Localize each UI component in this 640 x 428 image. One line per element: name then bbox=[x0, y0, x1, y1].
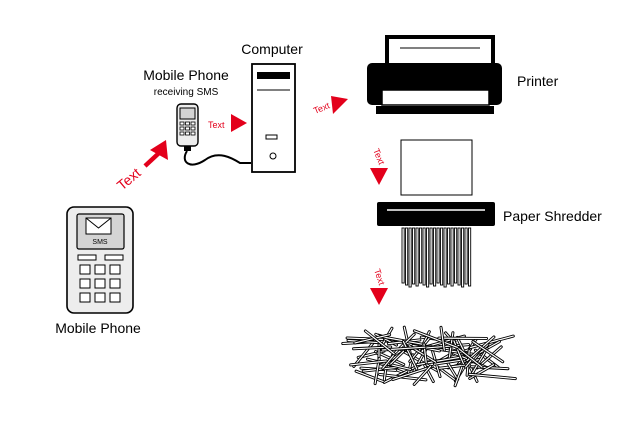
paper-shredder-label: Paper Shredder bbox=[503, 208, 602, 224]
flow-label-shredder-to-strips: Text bbox=[372, 268, 387, 287]
flow-arrow-computer-to-printer bbox=[331, 96, 348, 114]
shredded-strips bbox=[401, 227, 472, 288]
shredded-paper-pile bbox=[341, 325, 517, 388]
flow-label-printer-to-paper: Text bbox=[371, 147, 387, 167]
flow-arrow-receiver-to-computer bbox=[231, 114, 247, 132]
receiving-sms-label: receiving SMS bbox=[154, 87, 219, 98]
flow-label-computer-to-printer: Text bbox=[312, 100, 332, 116]
flow-arrow-printer-to-paper bbox=[370, 168, 388, 185]
sms-label: SMS bbox=[92, 239, 108, 246]
printer-label: Printer bbox=[517, 73, 559, 89]
mobile-phone-receiving-label: Mobile Phone bbox=[143, 67, 229, 83]
paper-shredder-icon bbox=[377, 202, 495, 288]
receiving-phone-icon bbox=[176, 103, 199, 151]
mobile-phone-label: Mobile Phone bbox=[55, 320, 141, 336]
flow-arrow-shredder-to-pile bbox=[370, 288, 388, 305]
computer-tower-icon bbox=[251, 63, 296, 173]
printed-paper-sheet bbox=[400, 139, 473, 196]
phone-keypad bbox=[79, 264, 121, 303]
data-cable bbox=[183, 150, 251, 166]
mobile-phone-icon: SMS bbox=[66, 206, 134, 314]
flow-label-receiver-to-computer: Text bbox=[208, 120, 225, 130]
flow-arrow-phone-to-receiver bbox=[143, 140, 168, 168]
flow-label-phone-to-receiver: Text bbox=[114, 164, 144, 193]
computer-label: Computer bbox=[241, 41, 303, 57]
printer-icon bbox=[367, 35, 502, 114]
envelope-icon bbox=[85, 217, 112, 235]
